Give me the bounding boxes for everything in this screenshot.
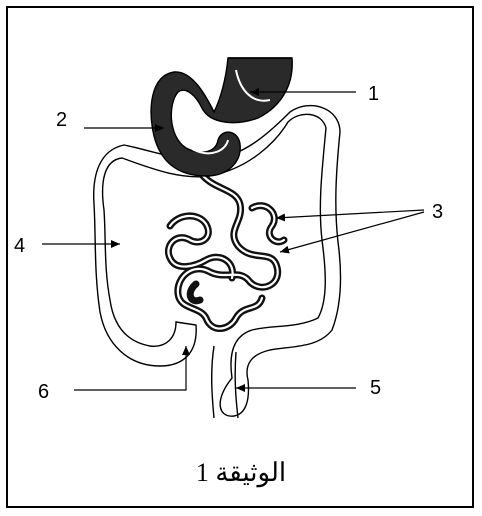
label-2: 2 bbox=[56, 109, 67, 131]
stomach bbox=[151, 58, 292, 176]
label-3: 3 bbox=[432, 201, 443, 223]
small-intestine-highlight bbox=[168, 172, 284, 329]
arrow-3b bbox=[280, 212, 424, 252]
label-6: 6 bbox=[38, 381, 49, 403]
arrow-3a bbox=[276, 210, 424, 218]
label-5: 5 bbox=[370, 377, 381, 399]
label-1: 1 bbox=[368, 83, 379, 105]
document-caption: الوثيقة 1 bbox=[0, 458, 482, 488]
label-4: 4 bbox=[14, 235, 25, 257]
